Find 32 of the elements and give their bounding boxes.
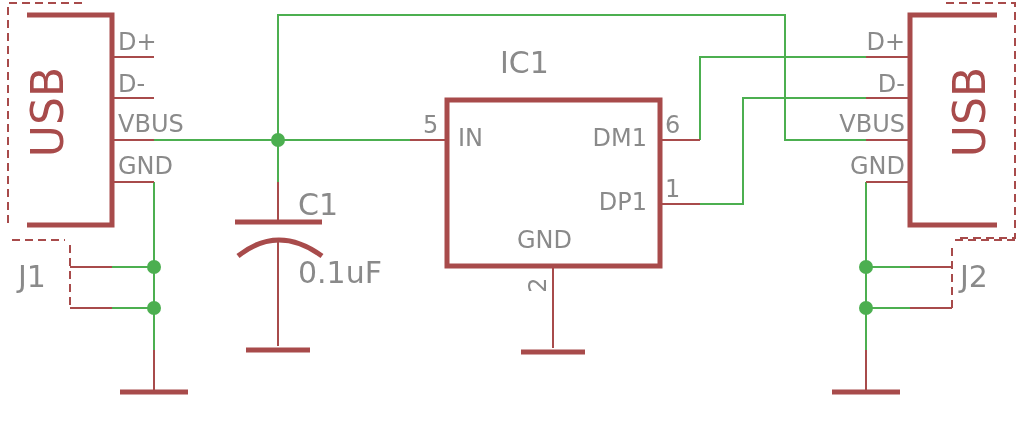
pin-name: DP1 — [598, 190, 647, 214]
ground-symbol — [120, 350, 188, 394]
pin-name: GND — [517, 228, 573, 252]
ground-symbol — [521, 348, 585, 356]
pin-number: 6 — [665, 113, 681, 137]
component-label: USB — [948, 66, 992, 158]
pin-name: VBUS — [118, 112, 184, 136]
pin-name: IN — [458, 126, 484, 150]
component-value: 0.1uF — [298, 258, 382, 288]
reference-designator: J1 — [18, 262, 46, 292]
pin-name: GND — [118, 154, 174, 178]
reference-designator: IC1 — [500, 48, 549, 78]
wire — [277, 261, 279, 347]
reference-designator: J2 — [960, 262, 988, 292]
pin-name: DM1 — [592, 126, 647, 150]
wire — [699, 56, 867, 141]
pin-number: 1 — [665, 177, 681, 201]
reference-designator: C1 — [298, 190, 339, 220]
pin-number: 5 — [423, 113, 439, 137]
pin-name: D- — [118, 72, 146, 96]
pin-name: D- — [877, 72, 905, 96]
ground-symbol — [246, 346, 310, 354]
ground-symbol — [832, 350, 900, 394]
wire — [552, 267, 554, 349]
pin-name: GND — [849, 154, 905, 178]
pin-name: D+ — [118, 30, 157, 54]
wire — [699, 97, 867, 205]
pin-name: VBUS — [839, 112, 905, 136]
pin-number: 2 — [526, 277, 550, 293]
pin-name: D+ — [866, 30, 905, 54]
component-label: USB — [26, 66, 70, 158]
ic-symbol — [410, 98, 700, 268]
